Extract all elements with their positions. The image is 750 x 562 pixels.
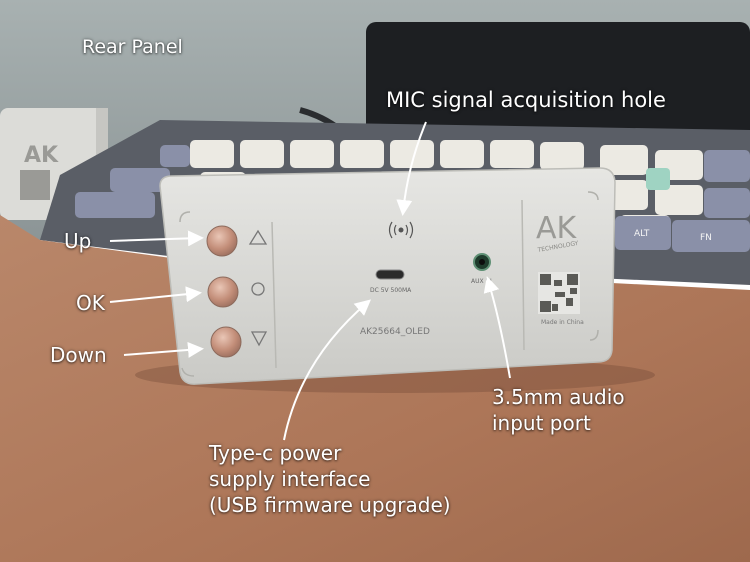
audio-callout: 3.5mm audio input port: [492, 384, 625, 436]
down-callout: Down: [50, 343, 107, 367]
made-in-label: Made in China: [541, 319, 584, 326]
side-box-qr: [20, 170, 50, 200]
wireless-signal-icon: [388, 221, 414, 239]
down-triangle-icon: [250, 331, 268, 347]
up-triangle-icon: [248, 229, 268, 245]
usb-c-port: [375, 269, 405, 280]
qr-code: [538, 272, 580, 314]
fn-key: [672, 220, 750, 252]
circle-icon: [251, 282, 265, 296]
arrow-typec: [283, 299, 372, 441]
arrow-up: [109, 230, 204, 247]
page-title: Rear Panel: [82, 36, 183, 58]
typec-callout: Type-c power supply interface (USB firmw…: [209, 440, 451, 518]
fn-key-label: FN: [700, 233, 712, 243]
alt-key-label: ALT: [634, 229, 650, 239]
arrow-down: [123, 341, 204, 358]
up-callout: Up: [64, 229, 92, 253]
audio-callout-line1: 3.5mm audio: [492, 385, 625, 409]
down-button[interactable]: [210, 326, 242, 358]
ok-callout: OK: [76, 291, 105, 315]
arrow-ok: [109, 286, 202, 303]
up-button[interactable]: [206, 225, 238, 257]
model-label: AK25664_OLED: [360, 327, 430, 337]
ok-button[interactable]: [207, 276, 239, 308]
brand-logo: AK: [536, 211, 578, 246]
typec-callout-line2: supply interface: [209, 467, 371, 491]
typec-callout-line1: Type-c power: [209, 441, 342, 465]
alt-key: [615, 216, 671, 250]
arrow-aux: [483, 276, 511, 379]
mic-callout: MIC signal acquisition hole: [386, 88, 666, 112]
side-box-brand: AK: [24, 143, 59, 168]
typec-callout-line3: (USB firmware upgrade): [209, 493, 451, 517]
aux-label: AUX IN: [471, 278, 492, 285]
arrow-mic: [396, 121, 427, 216]
power-rating-label: DC 5V 500MA: [370, 287, 412, 294]
device-rear-panel: DC 5V 500MA AK25664_OLED AUX IN AK TECHN…: [159, 167, 616, 385]
audio-callout-line2: input port: [492, 411, 591, 435]
